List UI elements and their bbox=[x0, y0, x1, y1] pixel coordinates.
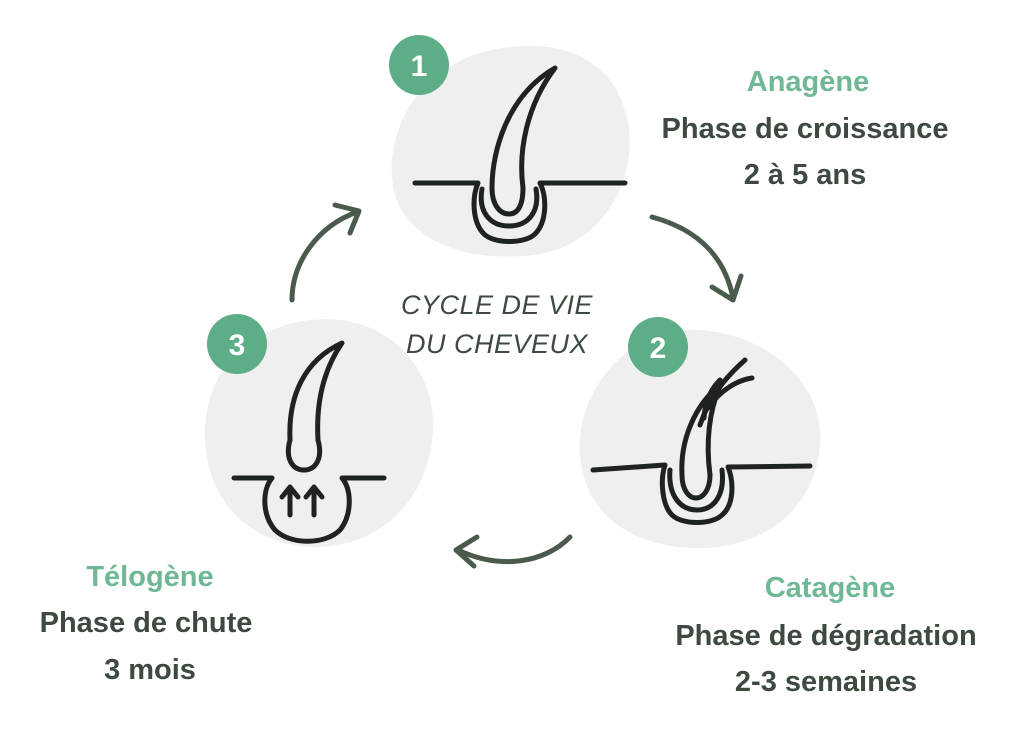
phase-2-description: Phase de dégradation bbox=[675, 620, 976, 652]
phase-3-name: Télogène bbox=[86, 561, 213, 593]
center-title: CYCLE DE VIE DU CHEVEUX bbox=[401, 290, 594, 359]
phase-1-description: Phase de croissance bbox=[662, 113, 949, 145]
phase-1-badge bbox=[389, 35, 449, 95]
cycle-arrow-icon-2-to-3 bbox=[453, 534, 573, 569]
phase-1-group: 1 Anagène Phase de croissance 2 à 5 ans bbox=[389, 35, 948, 257]
cycle-arrow-icon-1-to-2 bbox=[649, 214, 744, 303]
phase-3-description: Phase de chute bbox=[40, 607, 253, 639]
phase-2-name: Catagène bbox=[765, 572, 896, 604]
phase-1-number: 1 bbox=[411, 50, 428, 83]
hair-shedding-icon bbox=[231, 340, 387, 544]
hair-degradation-icon bbox=[590, 357, 813, 525]
phase-3-duration: 3 mois bbox=[104, 654, 196, 686]
center-title-line-1: CYCLE DE VIE bbox=[401, 290, 594, 320]
hair-growth-icon bbox=[412, 65, 628, 244]
phase-2-group: 2 Catagène Phase de dégradation 2-3 sema… bbox=[579, 317, 977, 698]
phase-3-group: 3 Télogène Phase de chute 3 mois bbox=[40, 314, 434, 686]
cycle-arrows bbox=[289, 202, 744, 569]
phase-2-blob bbox=[579, 329, 821, 549]
phase-3-badge bbox=[207, 314, 267, 374]
phase-2-duration: 2-3 semaines bbox=[735, 666, 917, 698]
phase-1-name: Anagène bbox=[747, 66, 869, 98]
phase-2-number: 2 bbox=[650, 332, 667, 365]
cycle-arrow-icon-3-to-1 bbox=[289, 202, 362, 303]
phase-1-duration: 2 à 5 ans bbox=[744, 159, 867, 191]
phase-2-badge bbox=[628, 317, 688, 377]
center-title-line-2: DU CHEVEUX bbox=[406, 329, 589, 359]
phase-3-number: 3 bbox=[229, 329, 246, 362]
phase-1-blob bbox=[391, 45, 630, 257]
